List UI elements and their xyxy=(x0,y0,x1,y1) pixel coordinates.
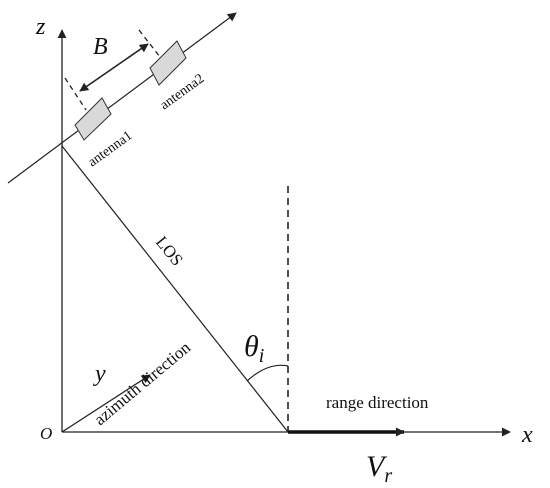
incidence-angle-arc xyxy=(246,364,289,382)
theta-subscript: i xyxy=(259,345,265,367)
antenna1-shape xyxy=(74,97,112,141)
theta-symbol: θ xyxy=(244,330,259,363)
x-axis-label: x xyxy=(521,422,533,448)
y-axis-label: y xyxy=(93,361,106,387)
baseline-arrow xyxy=(79,43,149,92)
baseline-extension-2 xyxy=(138,29,161,58)
flight-track xyxy=(7,12,237,184)
velocity-subscript: r xyxy=(384,465,392,487)
los-label: LOS xyxy=(152,233,187,270)
y-axis-azimuth xyxy=(61,374,151,433)
velocity-label: Vr xyxy=(366,450,392,487)
range-direction-label: range direction xyxy=(326,393,429,412)
baseline-extension-1 xyxy=(64,77,87,111)
antenna1-label: antenna1 xyxy=(86,128,136,170)
incidence-angle-label: θi xyxy=(244,330,264,367)
antenna2-shape xyxy=(149,40,187,86)
los-line xyxy=(61,145,289,433)
azimuth-direction-label: azimuth direction xyxy=(90,337,194,429)
z-axis-label: z xyxy=(35,14,46,40)
baseline-label: B xyxy=(93,34,108,60)
velocity-symbol: V xyxy=(366,450,388,483)
origin-label: O xyxy=(40,424,52,443)
